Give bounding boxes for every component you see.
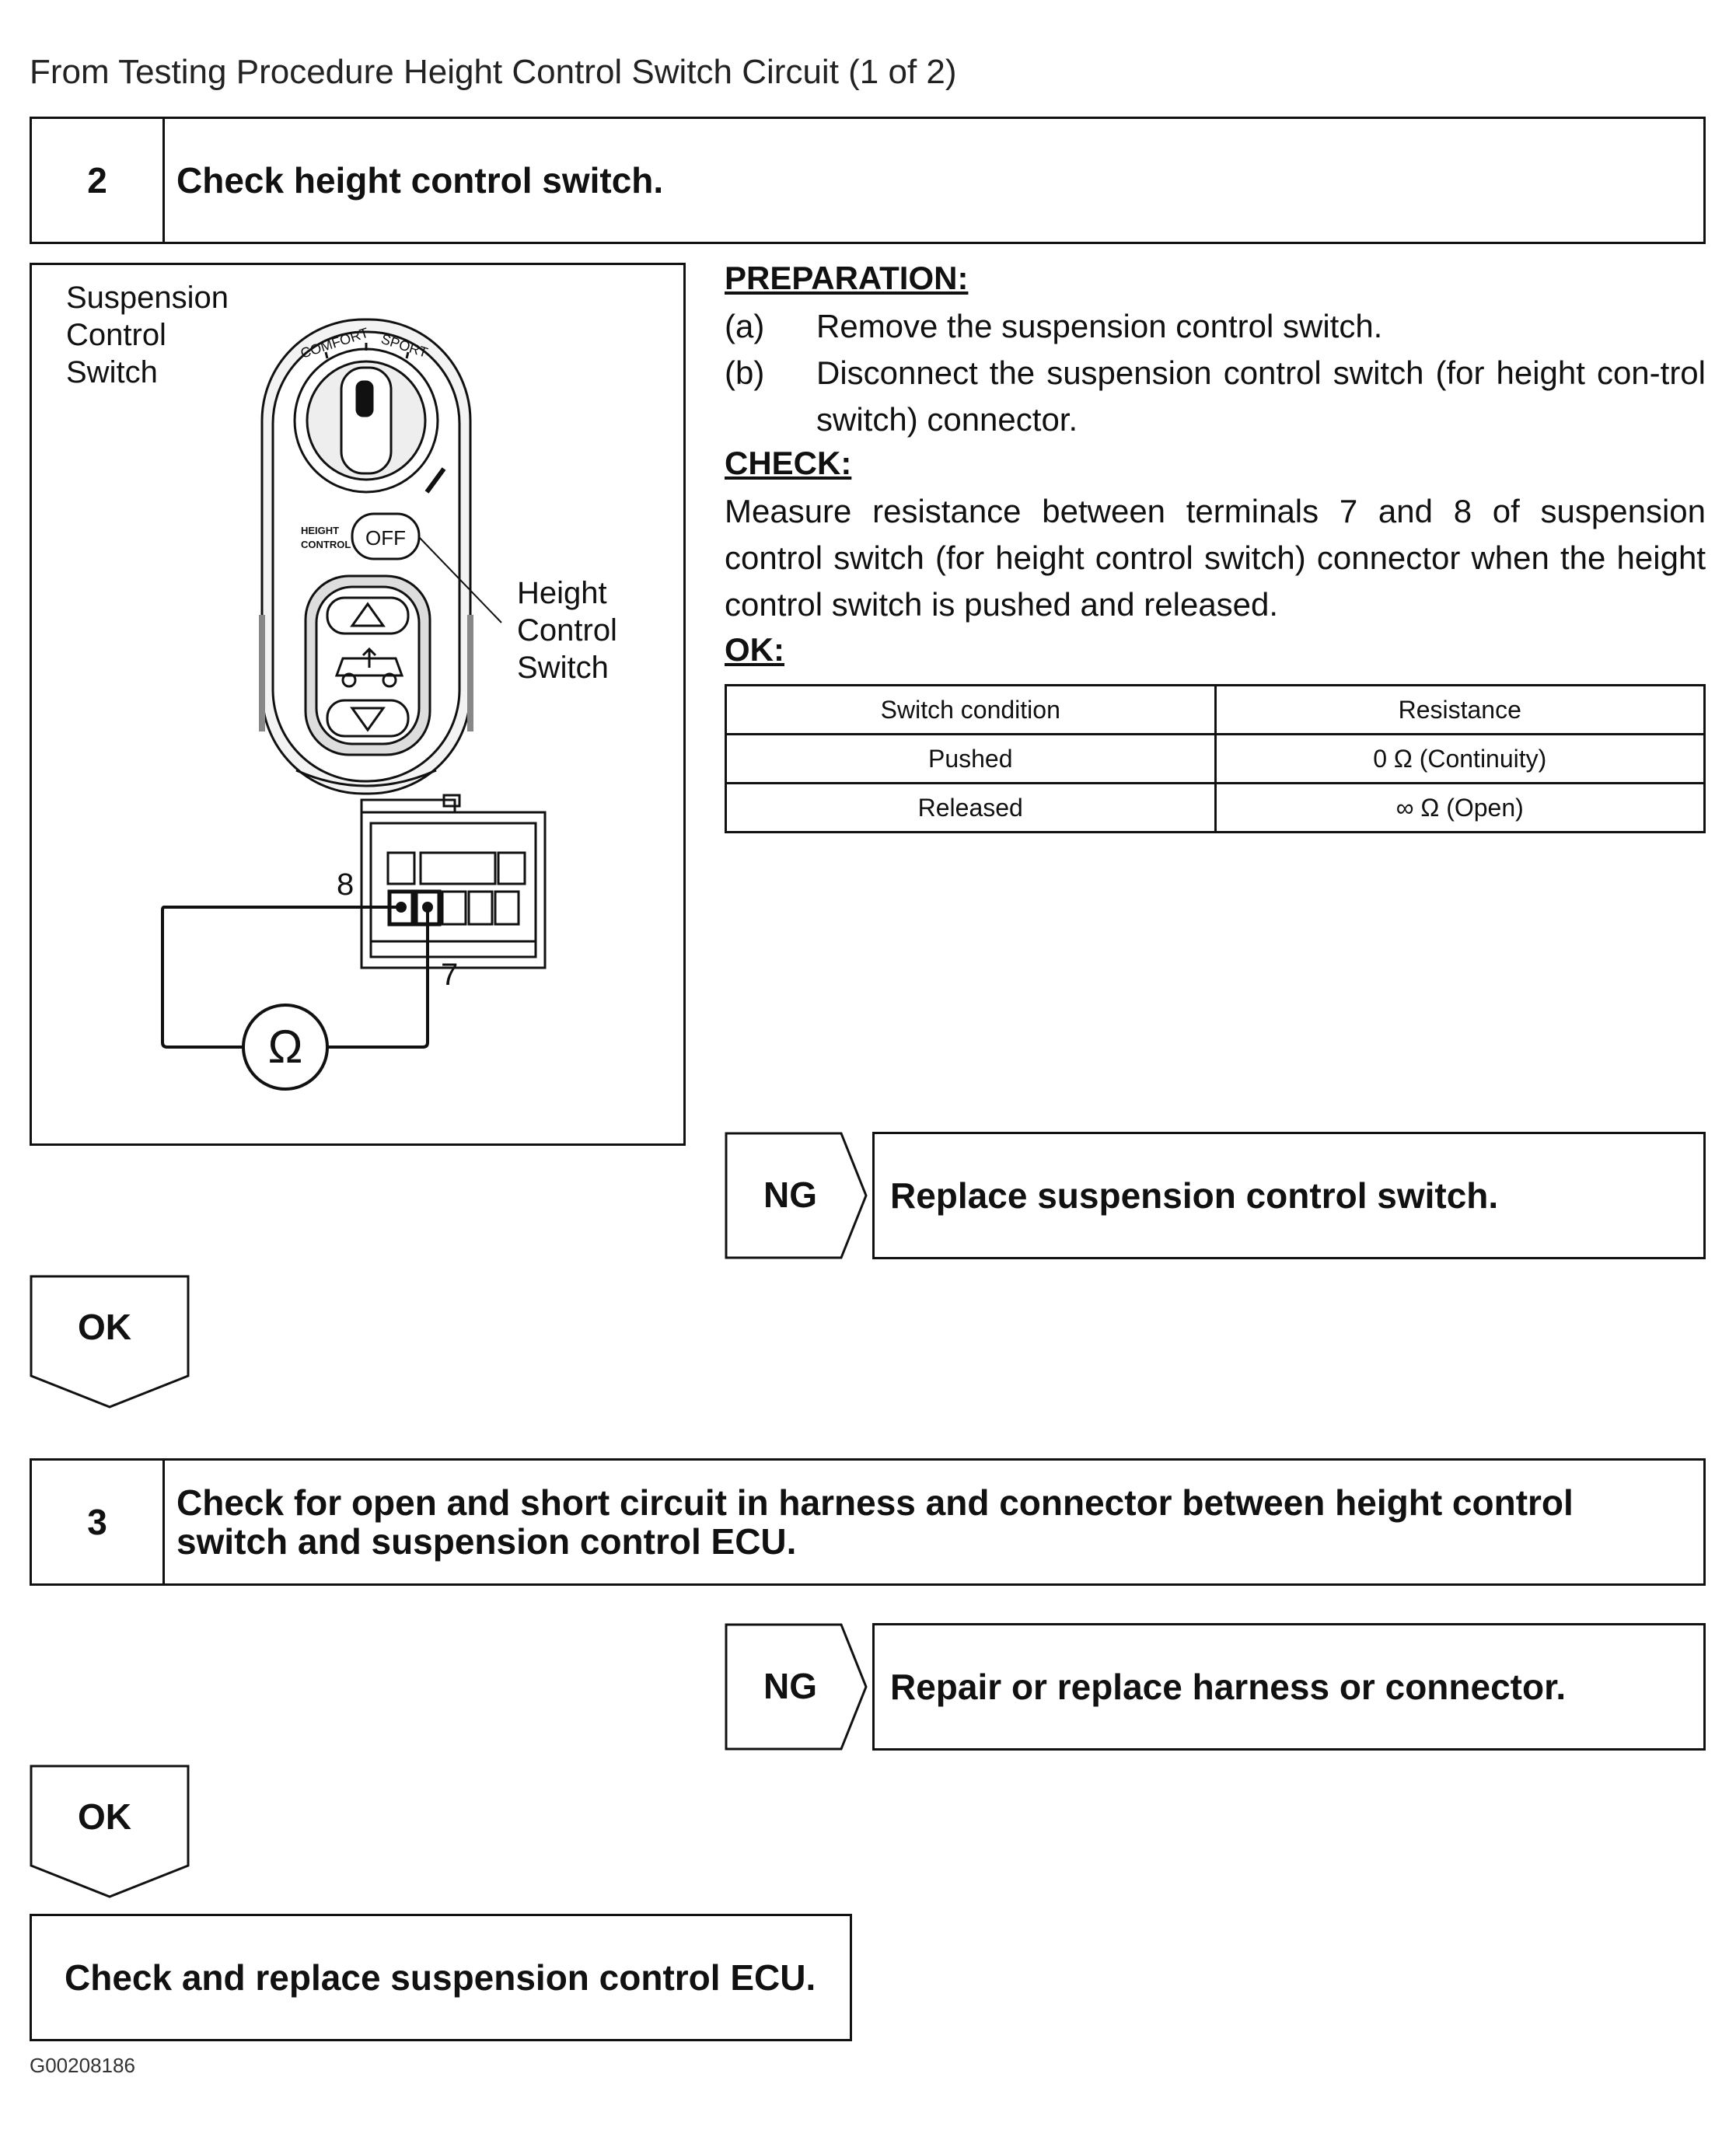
ng-arrow-shape — [725, 1132, 868, 1259]
table-cell: ∞ Ω (Open) — [1214, 782, 1706, 833]
table-cell: 0 Ω (Continuity) — [1214, 733, 1706, 784]
figure-panel: Suspension Control Switch Height Control… — [30, 263, 686, 1146]
up-arrow-icon — [350, 602, 386, 627]
preparation-item-b: (b) Disconnect the suspension control sw… — [725, 354, 1706, 438]
switch-connector — [360, 794, 547, 969]
check-text: Measure resistance between terminals 7 a… — [725, 493, 1706, 623]
page-title: From Testing Procedure Height Control Sw… — [30, 53, 957, 91]
ok-arrow-shape — [30, 1275, 190, 1409]
vehicle-height-icon — [334, 647, 404, 688]
ng-arrow-shape — [725, 1623, 868, 1751]
terminal-7-label: 7 — [441, 958, 458, 992]
table-header-row: Switch condition Resistance — [725, 684, 1706, 735]
svg-text:CONTROL: CONTROL — [301, 539, 351, 550]
ohmmeter-icon: Ω — [242, 1004, 329, 1091]
step-2-header: 2 Check height control switch. — [30, 117, 1706, 244]
ng-action-text: Replace suspension control switch. — [890, 1175, 1499, 1216]
step-title: Check for open and short circuit in harn… — [176, 1482, 1574, 1562]
table-cell: Released — [725, 782, 1217, 833]
figure-code: G00208186 — [30, 2054, 135, 2077]
ohm-symbol: Ω — [268, 1021, 303, 1073]
table-header-cell: Switch condition — [725, 684, 1217, 735]
ng-action-text: Repair or replace harness or connector. — [890, 1667, 1567, 1707]
ng-action-1: Replace suspension control switch. — [872, 1132, 1706, 1259]
table-row: Released ∞ Ω (Open) — [725, 782, 1706, 833]
step-title: Check height control switch. — [176, 160, 664, 201]
table-row: Pushed 0 Ω (Continuity) — [725, 733, 1706, 784]
ng-branch-2: NG — [725, 1623, 868, 1751]
terminal-8-label: 8 — [337, 868, 354, 902]
final-action-text: Check and replace suspension control ECU… — [65, 1957, 816, 1998]
ok-label: OK — [78, 1307, 131, 1347]
switch-diagram: COMFORT SPORT HEIGHT CONTROL OFF — [161, 318, 547, 1091]
ok-label: OK — [78, 1796, 131, 1837]
table-cell: Pushed — [725, 733, 1217, 784]
ok-spec-heading: OK: — [725, 631, 784, 668]
step-number: 3 — [32, 1461, 165, 1583]
step-3-header: 3 Check for open and short circuit in ha… — [30, 1458, 1706, 1586]
suspension-control-switch — [259, 318, 473, 795]
resistance-spec-table: Switch condition Resistance Pushed 0 Ω (… — [725, 684, 1706, 833]
final-action: Check and replace suspension control ECU… — [30, 1914, 852, 2041]
ng-label: NG — [763, 1666, 817, 1706]
down-arrow-icon — [350, 707, 386, 732]
ok-branch-1: OK — [30, 1275, 190, 1409]
check-heading: CHECK: — [725, 445, 852, 481]
height-switch-label: Height Control Switch — [517, 576, 617, 685]
preparation-heading: PREPARATION: — [725, 260, 969, 296]
table-header-cell: Resistance — [1214, 684, 1706, 735]
ng-branch-1: NG — [725, 1132, 868, 1259]
height-control-side-label: HEIGHT — [301, 525, 339, 536]
ng-label: NG — [763, 1175, 817, 1215]
off-button-label: OFF — [365, 526, 406, 550]
suspension-switch-label: Suspension Control Switch — [66, 281, 229, 389]
ng-action-2: Repair or replace harness or connector. — [872, 1623, 1706, 1751]
ok-branch-2: OK — [30, 1765, 190, 1898]
step-number: 2 — [32, 119, 165, 242]
ok-arrow-shape — [30, 1765, 190, 1898]
